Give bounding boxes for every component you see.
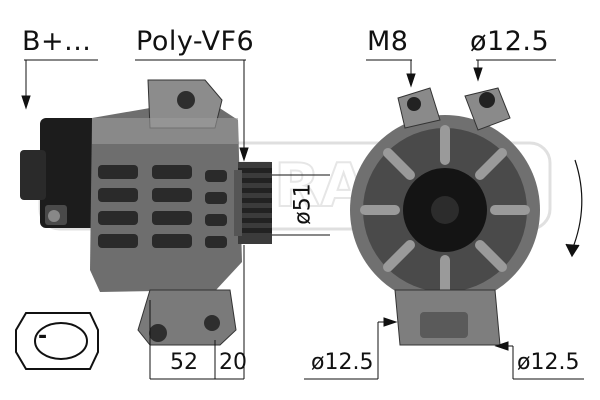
offset-20-label: 20 bbox=[219, 350, 247, 375]
top-hole-diameter-label: ø12.5 bbox=[470, 26, 550, 57]
belt-type-label: Poly-VF6 bbox=[136, 26, 255, 57]
terminal-label: B+... bbox=[22, 26, 92, 57]
rotation-arrow-icon bbox=[565, 159, 583, 258]
bottom-right-hole-diameter-label: ø12.5 bbox=[517, 350, 580, 375]
dimension-lines bbox=[21, 59, 584, 380]
offset-52-label: 52 bbox=[170, 350, 198, 375]
bottom-left-hole-diameter-label: ø12.5 bbox=[311, 350, 374, 375]
connector-pin-symbol: - bbox=[38, 324, 48, 349]
bolt-size-label: M8 bbox=[367, 26, 409, 57]
connector-plug-icon bbox=[15, 312, 99, 370]
pulley-diameter-label: ø51 bbox=[290, 183, 316, 225]
alternator-side-view bbox=[20, 79, 272, 346]
alternator-front-view bbox=[350, 87, 540, 346]
